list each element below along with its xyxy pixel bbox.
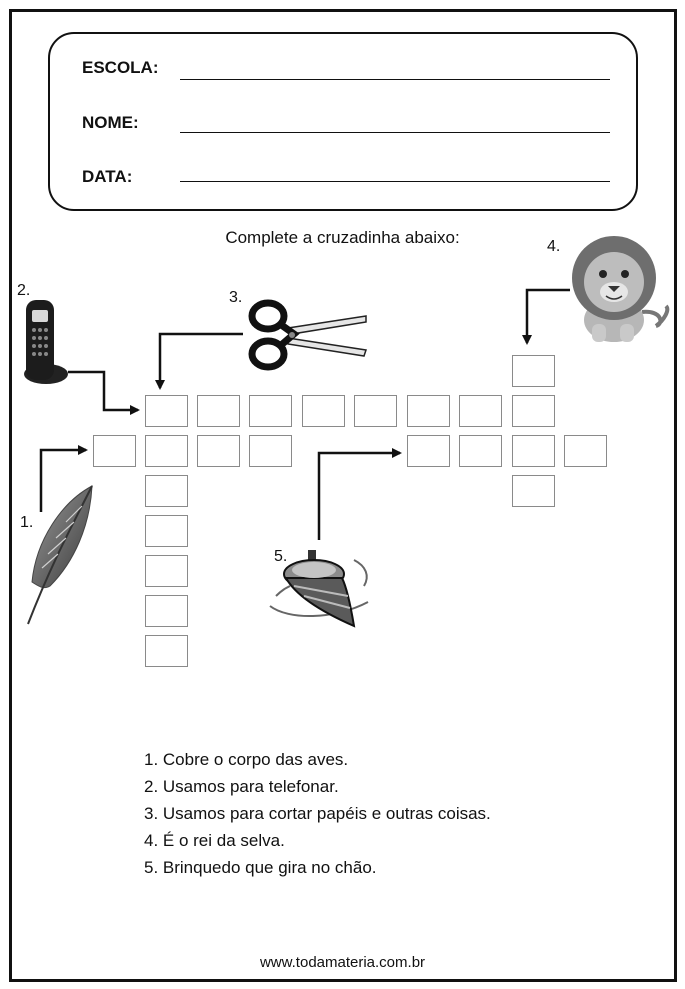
- crossword-cell[interactable]: [145, 635, 188, 667]
- crossword-cell[interactable]: [512, 355, 555, 387]
- crossword-cell[interactable]: [512, 475, 555, 507]
- crossword-cell[interactable]: [354, 395, 397, 427]
- crossword-cell[interactable]: [459, 395, 502, 427]
- crossword-cell[interactable]: [564, 435, 607, 467]
- picture-number-4: 4.: [547, 238, 561, 255]
- date-line[interactable]: [180, 181, 610, 182]
- cordless-phone-icon: [24, 300, 68, 384]
- crossword-cell[interactable]: [145, 515, 188, 547]
- scissors-icon: [248, 299, 367, 371]
- crossword-cell[interactable]: [93, 435, 136, 467]
- crossword-cell[interactable]: [302, 395, 345, 427]
- crossword-cell[interactable]: [145, 395, 188, 427]
- name-line[interactable]: [180, 132, 610, 133]
- crossword-cell[interactable]: [197, 435, 240, 467]
- crossword-cell[interactable]: [145, 555, 188, 587]
- crossword-cell[interactable]: [459, 435, 502, 467]
- date-label: DATA:: [82, 167, 133, 186]
- picture-number-2: 2.: [17, 282, 31, 299]
- school-label: ESCOLA:: [82, 58, 159, 77]
- instruction-text: Complete a cruzadinha abaixo:: [225, 228, 460, 247]
- clue-2: 2. Usamos para telefonar.: [144, 777, 339, 796]
- picture-number-5: 5.: [274, 548, 288, 565]
- crossword-cell[interactable]: [407, 395, 450, 427]
- crossword-cell[interactable]: [145, 435, 188, 467]
- clue-3: 3. Usamos para cortar papéis e outras co…: [144, 804, 491, 823]
- header-box: ESCOLA: NOME: DATA:: [48, 32, 638, 211]
- clue-list: 1. Cobre o corpo das aves. 2. Usamos par…: [144, 746, 491, 881]
- clue-5: 5. Brinquedo que gira no chão.: [144, 858, 377, 877]
- footer-url: www.todamateria.com.br: [259, 954, 426, 971]
- clue-4: 4. É o rei da selva.: [144, 831, 285, 850]
- picture-number-1: 1.: [20, 514, 34, 531]
- crossword-cell[interactable]: [512, 435, 555, 467]
- crossword-cell[interactable]: [145, 595, 188, 627]
- picture-number-3: 3.: [229, 289, 243, 306]
- clue-1: 1. Cobre o corpo das aves.: [144, 750, 349, 769]
- crossword-cell[interactable]: [197, 395, 240, 427]
- crossword-cell[interactable]: [249, 395, 292, 427]
- crossword-cell[interactable]: [407, 435, 450, 467]
- spinning-top-icon: [269, 550, 369, 628]
- name-label: NOME:: [82, 113, 139, 132]
- crossword-cell[interactable]: [145, 475, 188, 507]
- lion-icon: [572, 236, 670, 342]
- feather-icon: [27, 485, 93, 625]
- school-line[interactable]: [180, 79, 610, 80]
- crossword-cell[interactable]: [512, 395, 555, 427]
- crossword-cell[interactable]: [249, 435, 292, 467]
